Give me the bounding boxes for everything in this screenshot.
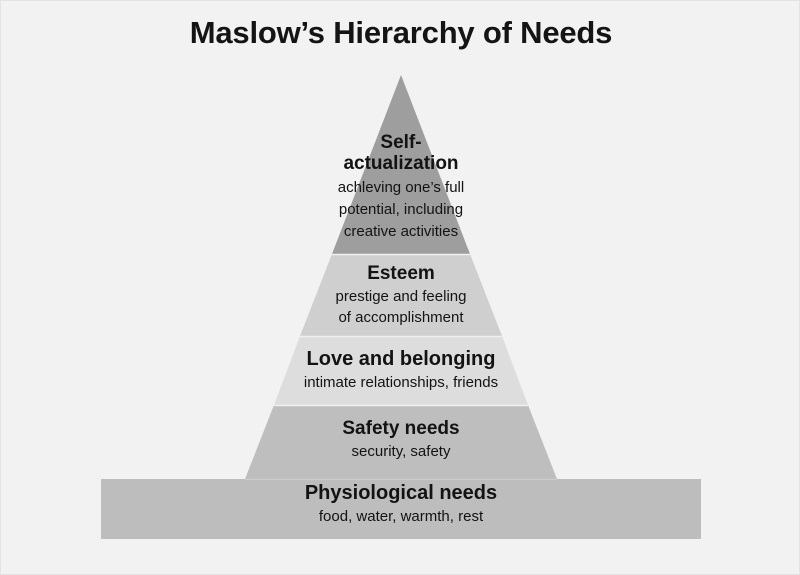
tier-2-desc-line-2: of accomplishment — [338, 309, 464, 327]
tier-3-desc-line-1: intimate relationships, friends — [303, 373, 499, 391]
tier-1-title-line-1: Self- — [380, 132, 422, 153]
pyramid-tier-2-shape — [300, 254, 502, 336]
tier-2-desc-line-1: prestige and feeling — [335, 287, 467, 305]
pyramid-tier-5-label: Physiological needs food, water, warmth,… — [1, 482, 799, 525]
page-title: Maslow’s Hierarchy of Needs — [189, 15, 613, 50]
tier-1-desc-line-1: achleving one’s full — [337, 178, 465, 196]
pyramid-tier-1-label: Self- actualization achleving one’s full… — [1, 132, 799, 241]
pyramid-tier-3-shape — [274, 336, 528, 405]
pyramid-tier-3-label: Love and belonging intimate relationship… — [1, 348, 799, 391]
tier-4-desc-line-1: security, safety — [351, 442, 451, 460]
tier-5-desc-line-1: food, water, warmth, rest — [318, 507, 484, 525]
tier-3-title: Love and belonging — [306, 348, 496, 370]
pyramid-tier-1-shape — [332, 75, 470, 254]
pyramid-tier-5-shape — [101, 479, 701, 539]
tier-1-desc-line-2: potential, including — [338, 200, 464, 218]
tier-5-title: Physiological needs — [304, 482, 498, 504]
pyramid-tier-4-label: Safety needs security, safety — [1, 418, 799, 460]
tier-1-desc-line-3: creative activities — [343, 223, 459, 241]
tier-4-title: Safety needs — [342, 418, 460, 439]
tier-1-title-line-2: actualization — [343, 153, 459, 175]
tier-2-title: Esteem — [367, 263, 435, 284]
pyramid-tier-2-label: Esteem prestige and feeling of accomplis… — [1, 263, 799, 328]
pyramid-tier-4-shape — [245, 405, 557, 479]
